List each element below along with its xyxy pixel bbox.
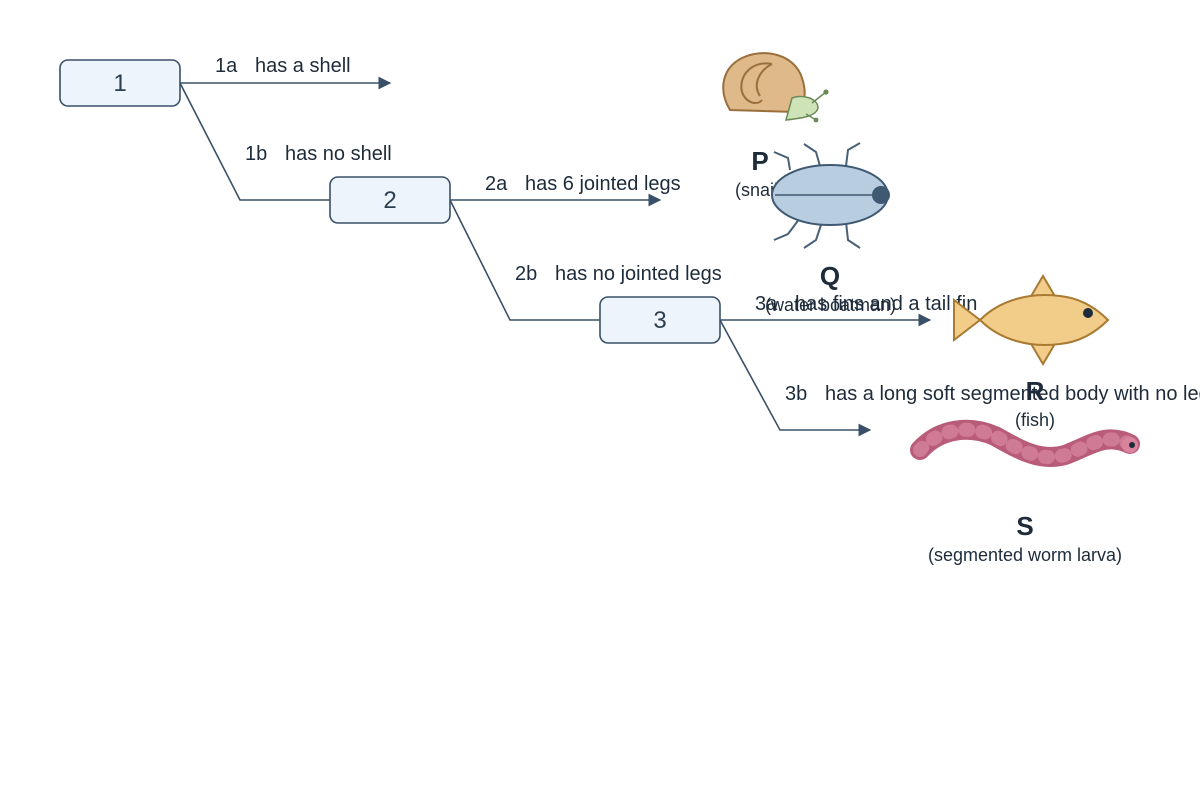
snail-icon [722, 52, 829, 123]
worm-icon [910, 419, 1140, 468]
connector-3b [719, 319, 872, 437]
connector-1b [179, 82, 330, 201]
organism-letter-r: R [1026, 376, 1045, 406]
branch-code-2b: 2b [515, 263, 537, 285]
branch-code-1b: 1b [245, 143, 267, 165]
branch-text-3a: has fins and a tail fin [795, 293, 977, 315]
organism-letter-p: P [751, 146, 768, 176]
beetle-icon [771, 142, 890, 249]
branch-code-3a: 3a [755, 293, 778, 315]
fish-icon [953, 274, 1110, 366]
key-node-label: 1 [113, 70, 126, 97]
key-node-2: 2 [329, 176, 451, 224]
key-node-1: 1 [59, 59, 181, 107]
key-node-label: 2 [383, 187, 396, 214]
branch-text-2a: has 6 jointed legs [525, 173, 681, 195]
branch-text-1b: has no shell [285, 143, 392, 165]
branch-text-3b: has a long soft segmented body with no l… [825, 383, 1200, 405]
branch-labels: 1a has a shell 1b has no shell 2a has 6 … [215, 55, 1200, 405]
connector-2b [449, 199, 600, 321]
key-node-label: 3 [653, 307, 666, 334]
branch-code-1a: 1a [215, 55, 238, 77]
branch-code-2a: 2a [485, 173, 508, 195]
key-node-3: 3 [599, 296, 721, 344]
organism-letter-q: Q [820, 261, 840, 291]
organism-name-s: (segmented worm larva) [928, 545, 1122, 565]
organism-letter-s: S [1016, 511, 1033, 541]
organism-name-q: (water boatman) [765, 295, 896, 315]
connector-lines [179, 76, 932, 437]
branch-code-3b: 3b [785, 383, 807, 405]
branch-text-2b: has no jointed legs [555, 263, 722, 285]
branch-text-1a: has a shell [255, 55, 351, 77]
organism-name-r: (fish) [1015, 410, 1055, 430]
